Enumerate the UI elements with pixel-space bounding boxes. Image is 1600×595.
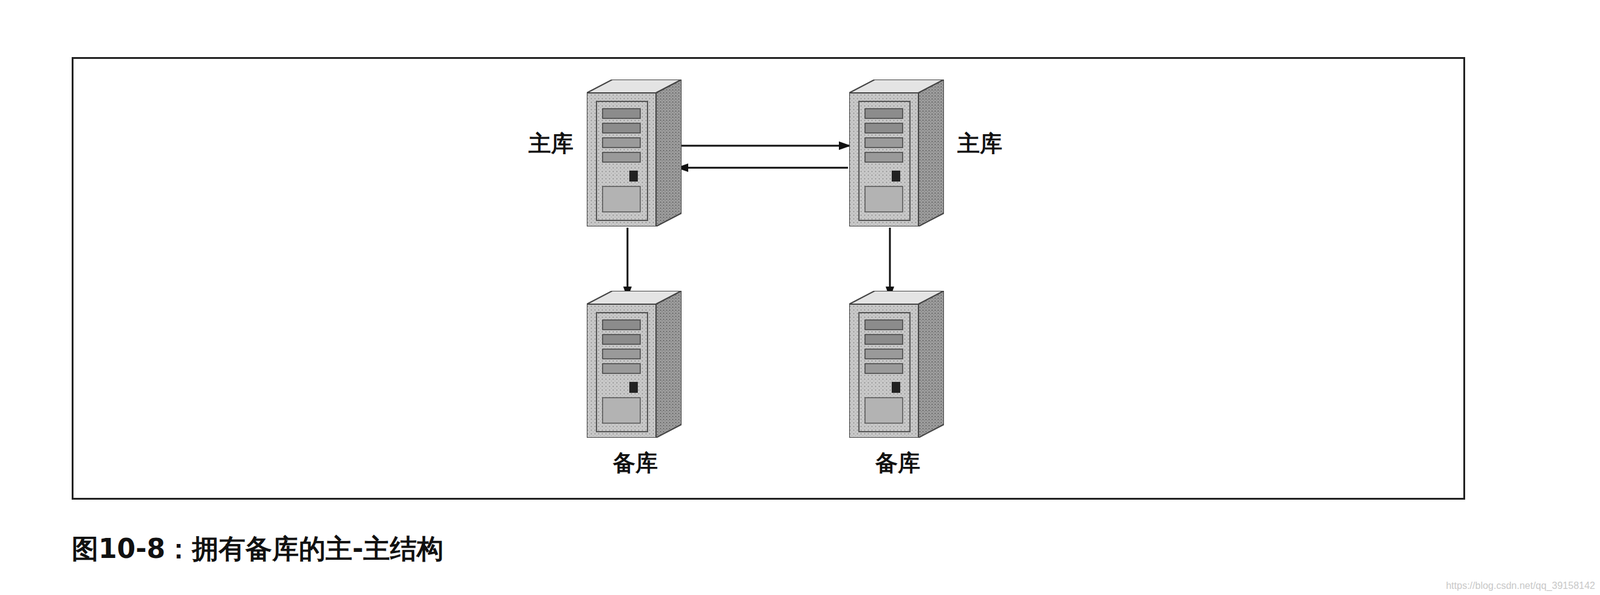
server-icon xyxy=(586,79,682,227)
server-icon xyxy=(849,290,944,438)
figure-caption: 图10-8：拥有备库的主-主结构 xyxy=(71,531,444,568)
server-icon xyxy=(849,79,944,227)
server-label: 备库 xyxy=(875,451,921,477)
replication-arrow xyxy=(626,227,629,299)
replication-arrow xyxy=(674,144,851,147)
server-icon xyxy=(586,290,682,438)
watermark: https://blog.csdn.net/qq_39158142 xyxy=(1445,580,1596,592)
replication-arrow xyxy=(889,227,892,299)
replication-arrow xyxy=(676,167,848,169)
server-node: 主库 xyxy=(849,79,944,227)
server-node: 备库 xyxy=(849,290,944,438)
figure-frame xyxy=(71,57,1466,500)
server-node: 主库 xyxy=(586,79,682,227)
server-label: 备库 xyxy=(612,451,658,477)
server-label: 主库 xyxy=(528,131,574,157)
server-node: 备库 xyxy=(586,290,682,438)
server-label: 主库 xyxy=(957,131,1003,157)
